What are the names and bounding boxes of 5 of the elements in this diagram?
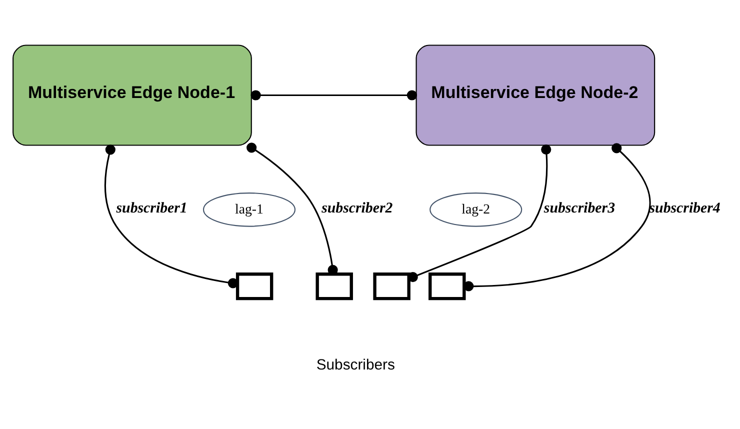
edge-label: subscriber4 <box>649 200 720 216</box>
edge-label: subscriber1 <box>116 200 188 216</box>
edge-label: subscriber2 <box>322 200 393 216</box>
edge-label: subscriber3 <box>544 200 616 216</box>
label: Subscribers <box>316 357 395 374</box>
